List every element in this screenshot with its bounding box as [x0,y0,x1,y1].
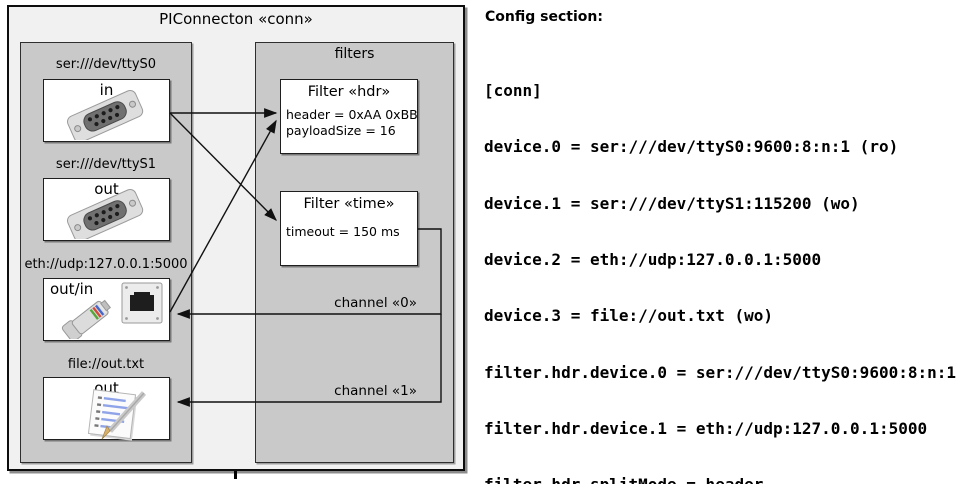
device-direction-label: in [99,81,114,99]
page-boundary-tick [234,471,237,479]
filter-box-time: Filter «time» timeout = 150 ms [280,191,418,266]
config-line: [conn] [484,81,542,100]
config-text-block: [conn] device.0 = ser:///dev/ttyS0:9600:… [484,44,964,484]
config-line: filter.hdr.device.0 = ser:///dev/ttyS0:9… [484,362,957,382]
config-line: device.1 = ser:///dev/ttyS1:115200 (wo) [484,193,860,213]
device-direction-label: out [94,180,119,198]
filter-box-hdr: Filter «hdr» header = 0xAA 0xBB payloadS… [280,79,418,154]
device-box-ttyS1: out [43,178,170,241]
device-url-label: file://out.txt [67,357,145,372]
connector-title: PIConnecton «conn» [159,10,313,28]
ethernet-connector-icon [61,282,163,339]
device-box-ttyS0: in [43,79,170,142]
config-line: device.0 = ser:///dev/ttyS0:9600:8:n:1 (… [484,137,899,157]
filter-title: Filter «time» [303,196,395,212]
config-line: device.2 = eth://udp:127.0.0.1:5000 [484,250,822,270]
filter-title: Filter «hdr» [307,84,391,100]
device-url-label: ser:///dev/ttyS1 [55,157,157,172]
filters-group-title: filters [334,46,375,62]
filter-property: payloadSize = 16 [286,122,396,138]
filter-property: timeout = 150 ms [286,224,400,239]
config-section-heading: Config section: [485,9,603,25]
filter-property: header = 0xAA 0xBB [286,107,418,122]
config-line: filter.hdr.device.1 = eth://udp:127.0.0.… [484,419,928,439]
serial-connector-icon [67,89,144,140]
serial-connector-icon [67,188,144,239]
device-direction-label: out/in [50,280,94,298]
notepad-pencil-icon [87,389,147,441]
device-box-file: out [43,377,170,441]
device-url-label: ser:///dev/ttyS0 [55,57,157,72]
channel-1-label: channel «1» [334,383,417,399]
device-url-label: eth://udp:127.0.0.1:5000 [24,257,188,272]
config-line: filter.hdr.splitMode = header [484,476,964,484]
config-line: device.3 = file://out.txt (wo) [484,306,773,326]
device-box-eth: out/in [43,278,170,341]
channel-0-label: channel «0» [334,295,417,311]
